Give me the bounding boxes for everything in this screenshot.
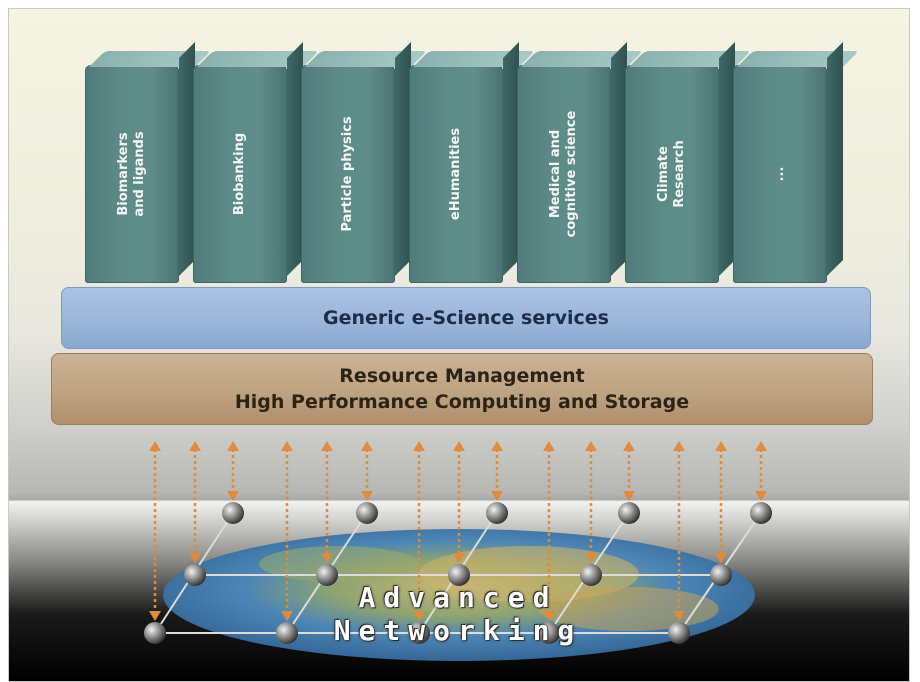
arrow <box>623 441 635 501</box>
arrow <box>189 441 201 563</box>
arrow <box>413 441 425 621</box>
arrow <box>281 441 293 621</box>
column-more: ... <box>733 65 827 283</box>
network-node <box>184 564 206 586</box>
network-illustration <box>144 441 772 661</box>
network-node <box>316 564 338 586</box>
arrow <box>543 441 555 621</box>
network-node <box>448 564 470 586</box>
services-label: Generic e-Science services <box>323 307 609 329</box>
arrow <box>149 441 161 621</box>
network-node <box>710 564 732 586</box>
resource-management-layer: Resource Management High Performance Com… <box>51 345 885 425</box>
arrow <box>453 441 465 563</box>
network-nodes <box>144 502 772 644</box>
arrow <box>585 441 597 563</box>
network-arrows <box>149 441 767 621</box>
resource-label-line2: High Performance Computing and Storage <box>234 391 690 413</box>
arrow <box>321 441 333 563</box>
column-medical-cognitive: Medical and cognitive science <box>517 65 611 283</box>
resource-label-line1: Resource Management <box>339 365 585 387</box>
network-node <box>618 502 640 524</box>
network-label: Advanced Networking <box>333 581 583 647</box>
column-biomarkers: Biomarkers and ligands <box>85 65 179 283</box>
network-node <box>144 622 166 644</box>
arrow <box>227 441 239 501</box>
network-node <box>668 622 690 644</box>
column-ehumanities: eHumanities <box>409 65 503 283</box>
network-node <box>276 622 298 644</box>
arrow <box>361 441 373 501</box>
diagram-frame: Biomarkers and ligands Biobanking Partic… <box>8 8 910 682</box>
network-node <box>580 564 602 586</box>
generic-services-layer: Generic e-Science services <box>61 273 885 349</box>
network-node <box>222 502 244 524</box>
column-climate-research: Climate Research <box>625 65 719 283</box>
network-node <box>356 502 378 524</box>
arrow <box>715 441 727 563</box>
column-biobanking: Biobanking <box>193 65 287 283</box>
column-particle-physics: Particle physics <box>301 65 395 283</box>
network-node <box>538 622 560 644</box>
network-node <box>750 502 772 524</box>
arrow <box>491 441 503 501</box>
arrow <box>755 441 767 501</box>
network-node <box>408 622 430 644</box>
network-node <box>486 502 508 524</box>
arrow <box>673 441 685 621</box>
